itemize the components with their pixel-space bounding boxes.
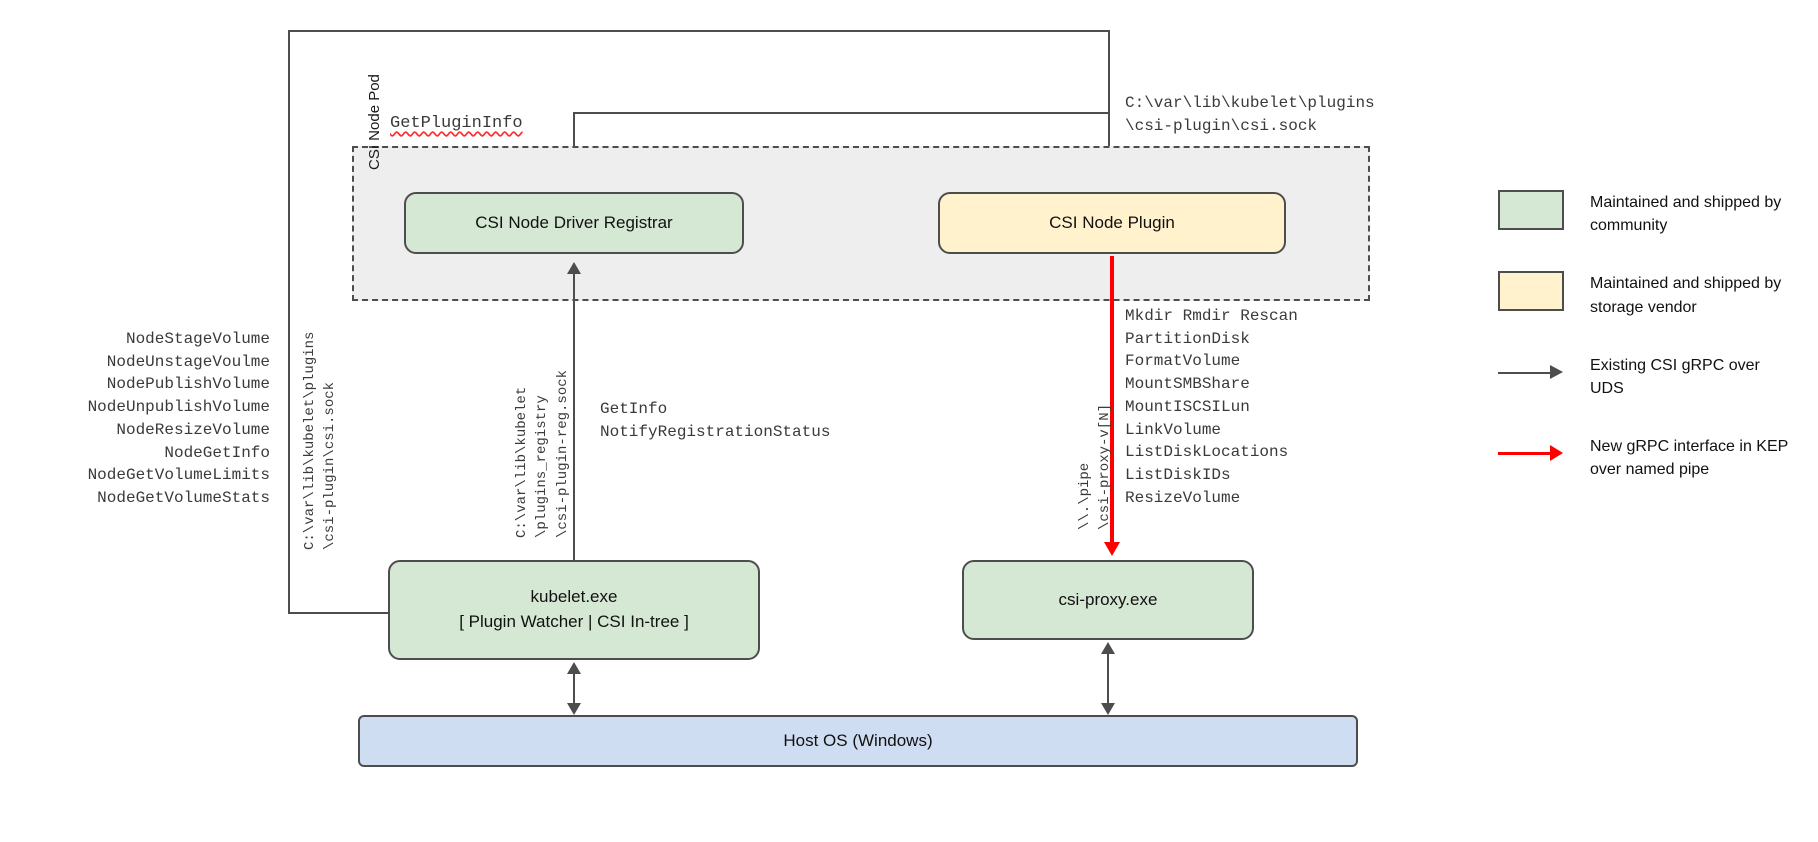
legend-row-1: Maintained and shipped by storage vendor xyxy=(1498,271,1798,318)
connector-registrar-getplugininfo-horizontal xyxy=(573,112,1110,114)
legend-arrow-line-3 xyxy=(1498,452,1552,456)
connector-node-plugin-to-csi-proxy-red xyxy=(1110,256,1114,544)
box-csi-node-plugin-label: CSI Node Plugin xyxy=(1049,212,1175,232)
label-registration-calls: GetInfo NotifyRegistrationStatus xyxy=(600,400,831,441)
arrow-into-registrar xyxy=(567,262,581,274)
box-host-os[interactable]: Host OS (Windows) xyxy=(358,715,1358,767)
csi-node-pod-label: CSI Node Pod xyxy=(366,74,383,170)
box-kubelet-exe-sublabel: [ Plugin Watcher | CSI In-tree ] xyxy=(459,612,689,631)
arrow-csi-proxy-up xyxy=(1101,642,1115,654)
legend-arrow-head-3 xyxy=(1550,445,1563,462)
legend-row-2: Existing CSI gRPC over UDS xyxy=(1498,353,1798,400)
csi-proxy-api-item-8: ResizeVolume xyxy=(1125,488,1241,507)
csi-proxy-api-item-0: Mkdir Rmdir Rescan xyxy=(1125,307,1298,325)
box-host-os-label: Host OS (Windows) xyxy=(783,730,933,750)
csi-proxy-api-item-2: FormatVolume xyxy=(1125,352,1241,371)
node-service-api-item-3: NodeUnpublishVolume xyxy=(87,398,270,417)
label-csi-plugin-socket-path: C:\var\lib\kubelet\plugins \csi-plugin\c… xyxy=(1125,94,1375,135)
legend-arrow-3 xyxy=(1498,434,1564,474)
label-kubelet-plugins-path: C:\var\lib\kubelet\plugins \csi-plugin\c… xyxy=(302,331,339,550)
arrow-kubelet-down xyxy=(567,703,581,715)
node-service-api-item-5: NodeGetInfo xyxy=(164,443,270,462)
legend-label-1: Maintained and shipped by storage vendor xyxy=(1590,275,1782,316)
box-csi-proxy-exe-label: csi-proxy.exe xyxy=(1058,589,1158,609)
node-service-api-item-6: NodeGetVolumeLimits xyxy=(87,466,270,485)
node-service-api-item-7: NodeGetVolumeStats xyxy=(97,489,270,508)
box-csi-node-driver-registrar[interactable]: CSI Node Driver Registrar xyxy=(404,192,744,254)
node-service-api-item-0: NodeStageVolume xyxy=(125,330,270,348)
legend-label-0: Maintained and shipped by community xyxy=(1590,194,1782,235)
connector-kubelet-to-registrar xyxy=(573,272,575,560)
legend-label-3: New gRPC interface in KEP over named pip… xyxy=(1590,438,1789,479)
label-kubelet-registry-path: C:\var\lib\kubelet \plugins_registry \cs… xyxy=(514,369,571,538)
csi-proxy-api-item-1: PartitionDisk xyxy=(1125,329,1250,348)
csi-proxy-api-item-5: LinkVolume xyxy=(1125,420,1222,439)
legend-swatch-1 xyxy=(1498,271,1564,312)
arrow-into-csi-proxy-red xyxy=(1104,542,1120,556)
csi-proxy-api-item-6: ListDiskLocations xyxy=(1125,443,1289,462)
label-get-plugin-info: GetPluginInfo xyxy=(390,114,523,133)
box-csi-node-plugin[interactable]: CSI Node Plugin xyxy=(938,192,1286,254)
legend-arrow-line-2 xyxy=(1498,371,1552,374)
box-csi-node-driver-registrar-label: CSI Node Driver Registrar xyxy=(475,212,673,232)
legend-arrow-2 xyxy=(1498,353,1564,393)
arrow-csi-proxy-down xyxy=(1101,703,1115,715)
csi-proxy-api-item-4: MountISCSILun xyxy=(1125,397,1250,416)
legend-arrow-head-2 xyxy=(1550,364,1563,379)
box-kubelet-exe-label: kubelet.exe xyxy=(530,587,618,607)
node-service-api-item-2: NodePublishVolume xyxy=(106,375,270,394)
box-kubelet-exe[interactable]: kubelet.exe [ Plugin Watcher | CSI In-tr… xyxy=(388,560,760,660)
node-service-api-item-4: NodeResizeVolume xyxy=(116,420,270,439)
connector-kubelet-to-plugin-horizontal-top xyxy=(288,30,1110,32)
legend-row-3: New gRPC interface in KEP over named pip… xyxy=(1498,434,1798,481)
arrow-kubelet-up xyxy=(567,662,581,674)
legend-swatch-0 xyxy=(1498,190,1564,230)
node-service-api-item-1: NodeUnstageVoulme xyxy=(106,352,270,371)
csi-proxy-api-item-3: MountSMBShare xyxy=(1125,375,1250,394)
connector-kubelet-to-host-os xyxy=(573,672,575,704)
box-csi-proxy-exe[interactable]: csi-proxy.exe xyxy=(962,560,1254,640)
csi-proxy-api-item-7: ListDiskIDs xyxy=(1125,466,1231,485)
connector-kubelet-to-plugin-horizontal-bottom xyxy=(288,612,390,614)
connector-to-node-plugin-vertical xyxy=(1108,30,1110,180)
label-named-pipe-path: \\.\pipe \csi-proxy-v[N] xyxy=(1077,403,1114,530)
connector-csi-proxy-to-host-os xyxy=(1107,652,1109,704)
legend-row-0: Maintained and shipped by community xyxy=(1498,190,1798,237)
connector-kubelet-to-plugin-vertical-left xyxy=(288,30,290,614)
legend-label-2: Existing CSI gRPC over UDS xyxy=(1590,356,1760,397)
